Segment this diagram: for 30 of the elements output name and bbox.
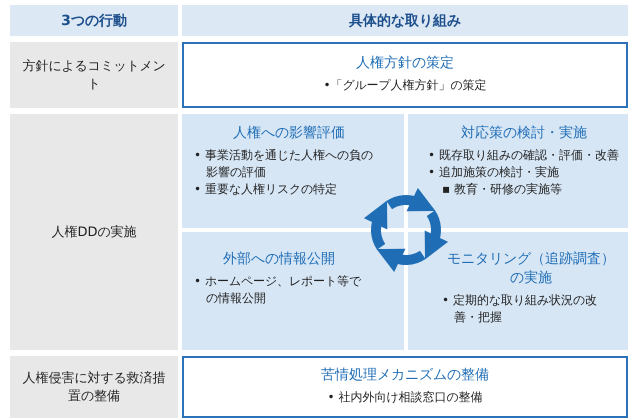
box-title: 対応策の検討・実施 — [460, 124, 588, 143]
cycle-arrow — [364, 200, 388, 250]
bullet-item: ▪ 教育・研修の実施等 — [441, 181, 563, 198]
bullet-item: • ホームページ、レポート等での情報公開 — [194, 273, 362, 307]
bullet-item: • 社内外向け相談窓口の整備 — [328, 389, 482, 406]
box-title: 苦情処理メカニズムの整備 — [320, 366, 490, 385]
quadrant-panel — [182, 114, 404, 228]
bullet-item: • 事業活動を通じた人権への負の影響の評価 — [194, 147, 374, 181]
row-label-cell: 人権侵害に対する救済措置の整備 — [10, 356, 178, 418]
box-title: モニタリング（追跡調査）の実施 — [446, 250, 616, 288]
box-title: 人権方針の策定 — [355, 54, 455, 73]
quadrant-panel — [408, 232, 628, 350]
bullet-item: • 追加施策の検討・実施 — [428, 164, 560, 181]
box-title: 外部への情報公開 — [222, 250, 336, 269]
row-label-cell: 人権DDの実施 — [10, 114, 178, 350]
bullet-item: •「グループ人権方針」の策定 — [323, 77, 487, 94]
cycle-arrow — [386, 188, 436, 212]
bullet-item: • 既存取り組みの確認・評価・改善 — [428, 147, 620, 164]
quadrant-panel — [408, 114, 628, 228]
cycle-arrow — [376, 248, 426, 272]
quadrant-panel — [182, 232, 404, 350]
content-box — [182, 42, 628, 108]
bullet-item: • 定期的な取り組み状況の改善・把握 — [442, 292, 598, 326]
cycle-arrow — [424, 210, 448, 260]
header-cell: 3つの行動 — [10, 5, 178, 36]
box-title: 人権への影響評価 — [232, 124, 346, 143]
bullet-item: • 重要な人権リスクの特定 — [194, 181, 338, 198]
content-box — [182, 356, 628, 418]
row-label-cell: 方針によるコミットメント — [10, 42, 178, 108]
header-cell: 具体的な取り組み — [182, 5, 628, 36]
